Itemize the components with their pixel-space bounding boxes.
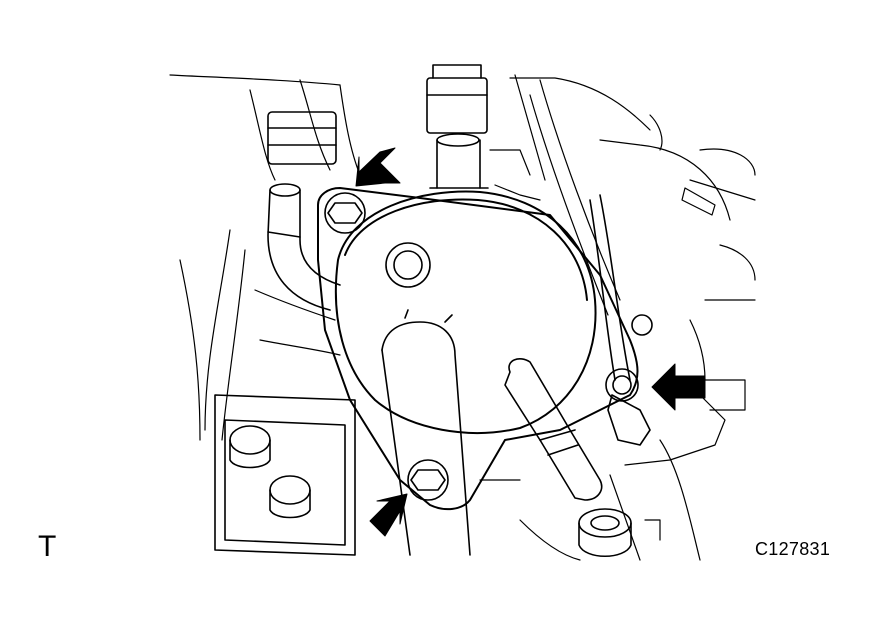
inlet-pipe: [381, 309, 471, 556]
left-clip: [267, 111, 337, 165]
callout-arrow-icon: [369, 493, 408, 537]
lower-left-bracket: [214, 394, 356, 556]
upper-hose-connector: [426, 64, 489, 189]
canister-body: [334, 190, 597, 434]
bolt-icon: [324, 192, 366, 234]
corner-letter: T: [38, 530, 57, 563]
callout-arrow-icon: [651, 363, 706, 411]
callout-arrow-icon: [355, 147, 401, 187]
engine-background-lines: [169, 74, 756, 561]
center-port: [385, 242, 431, 288]
mounting-flange: [317, 187, 639, 511]
figure-code: C127831: [755, 539, 831, 559]
bolt-icon: [605, 368, 651, 446]
lower-fitting: [578, 508, 632, 557]
cable: [589, 194, 653, 381]
left-hose: [267, 183, 341, 311]
bolt-icon: [407, 459, 449, 501]
outlet-pipe: [504, 358, 603, 501]
